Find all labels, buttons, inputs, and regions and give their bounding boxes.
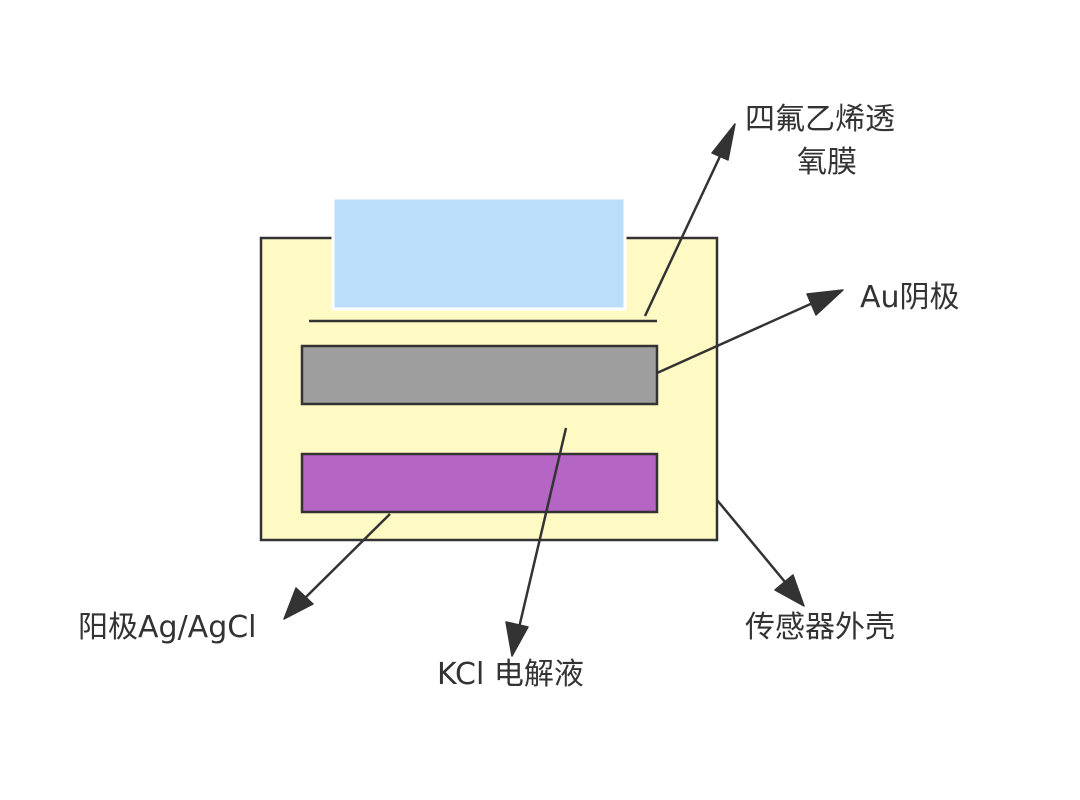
arrow-cathode [656, 300, 816, 375]
label-ptfe-line1: 四氟乙烯透 [745, 102, 895, 137]
arrowhead-electrolyte [505, 621, 529, 657]
arrow-ptfe [643, 151, 724, 317]
arrow-anode [304, 513, 391, 599]
ptfe-membrane [331, 196, 627, 311]
label-cathode: Au阴极 [860, 280, 960, 315]
arrowhead-ptfe [711, 123, 736, 161]
arrowhead-housing [774, 574, 805, 607]
label-ptfe-line2: 氧膜 [797, 145, 857, 180]
arrowhead-anode [283, 587, 314, 620]
au-cathode [300, 344, 659, 406]
label-housing: 传感器外壳 [745, 610, 895, 645]
label-electrolyte: KCl 电解液 [437, 657, 584, 692]
arrow-electrolyte [516, 427, 568, 633]
arrowhead-cathode [806, 289, 844, 316]
ag-agcl-anode [300, 452, 659, 514]
arrow-housing [716, 499, 786, 583]
label-anode: 阳极Ag/AgCl [78, 610, 257, 645]
